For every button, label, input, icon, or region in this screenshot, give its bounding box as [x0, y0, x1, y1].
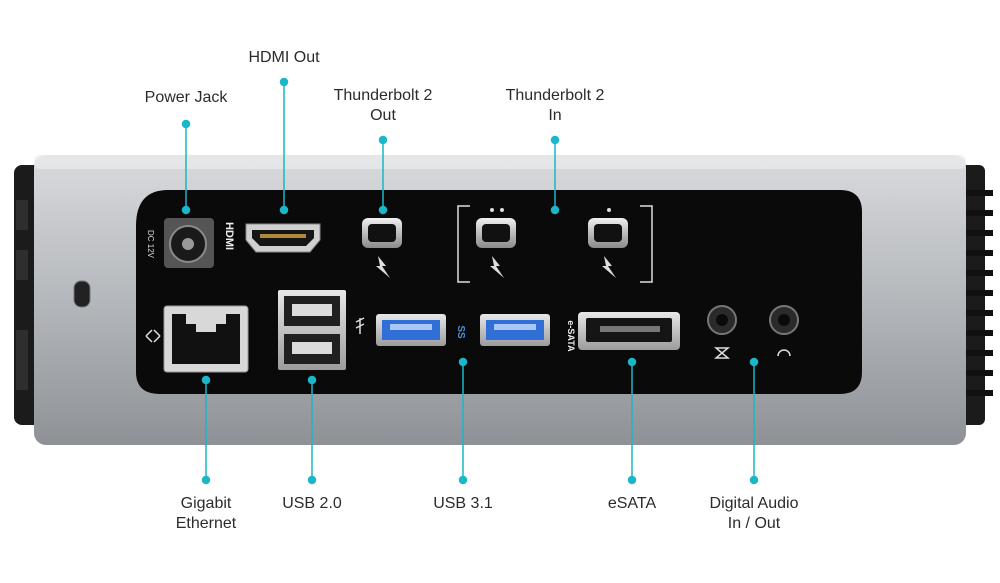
- dc-marking: DC 12V: [146, 230, 155, 259]
- hdmi-marking: HDMI: [223, 222, 235, 250]
- thunderbolt-in-port-1: [476, 208, 516, 278]
- usb-3-port-1: [376, 314, 446, 346]
- headphone-icon: [777, 349, 791, 357]
- label-gigabit-ethernet: Gigabit Ethernet: [175, 495, 237, 532]
- audio-jack-in: [707, 305, 737, 335]
- leader-lines: [181, 77, 759, 485]
- power-jack-port: [164, 218, 214, 268]
- thunderbolt-in-bracket: [457, 205, 653, 283]
- ethernet-symbol-icon: [145, 329, 161, 343]
- usb-2-port-stack: [278, 290, 346, 370]
- audio-in-icon: [713, 347, 731, 359]
- label-thunderbolt-2-in: Thunderbolt 2 In: [505, 87, 605, 124]
- hdmi-port: [245, 223, 321, 253]
- label-digital-audio: Digital Audio In / Out: [709, 495, 799, 532]
- thunderbolt-out-port: [362, 218, 402, 278]
- label-esata: eSATA: [607, 495, 657, 512]
- esata-port: [578, 312, 680, 350]
- ss-marking: SS: [455, 325, 466, 339]
- label-power-jack: Power Jack: [144, 89, 228, 106]
- lock-slot: [73, 280, 91, 308]
- thunderbolt-in-port-2: [588, 208, 628, 278]
- esata-marking: e-SATA: [566, 320, 576, 352]
- label-thunderbolt-2-out: Thunderbolt 2 Out: [333, 87, 433, 124]
- usb-3-port-2: [480, 314, 550, 346]
- ethernet-port: [163, 305, 249, 373]
- label-usb-3-1: USB 3.1: [433, 495, 493, 512]
- usb-symbol-icon: [355, 317, 365, 334]
- label-hdmi-out: HDMI Out: [248, 49, 320, 66]
- label-usb-2: USB 2.0: [282, 495, 342, 512]
- audio-jack-out: [769, 305, 799, 335]
